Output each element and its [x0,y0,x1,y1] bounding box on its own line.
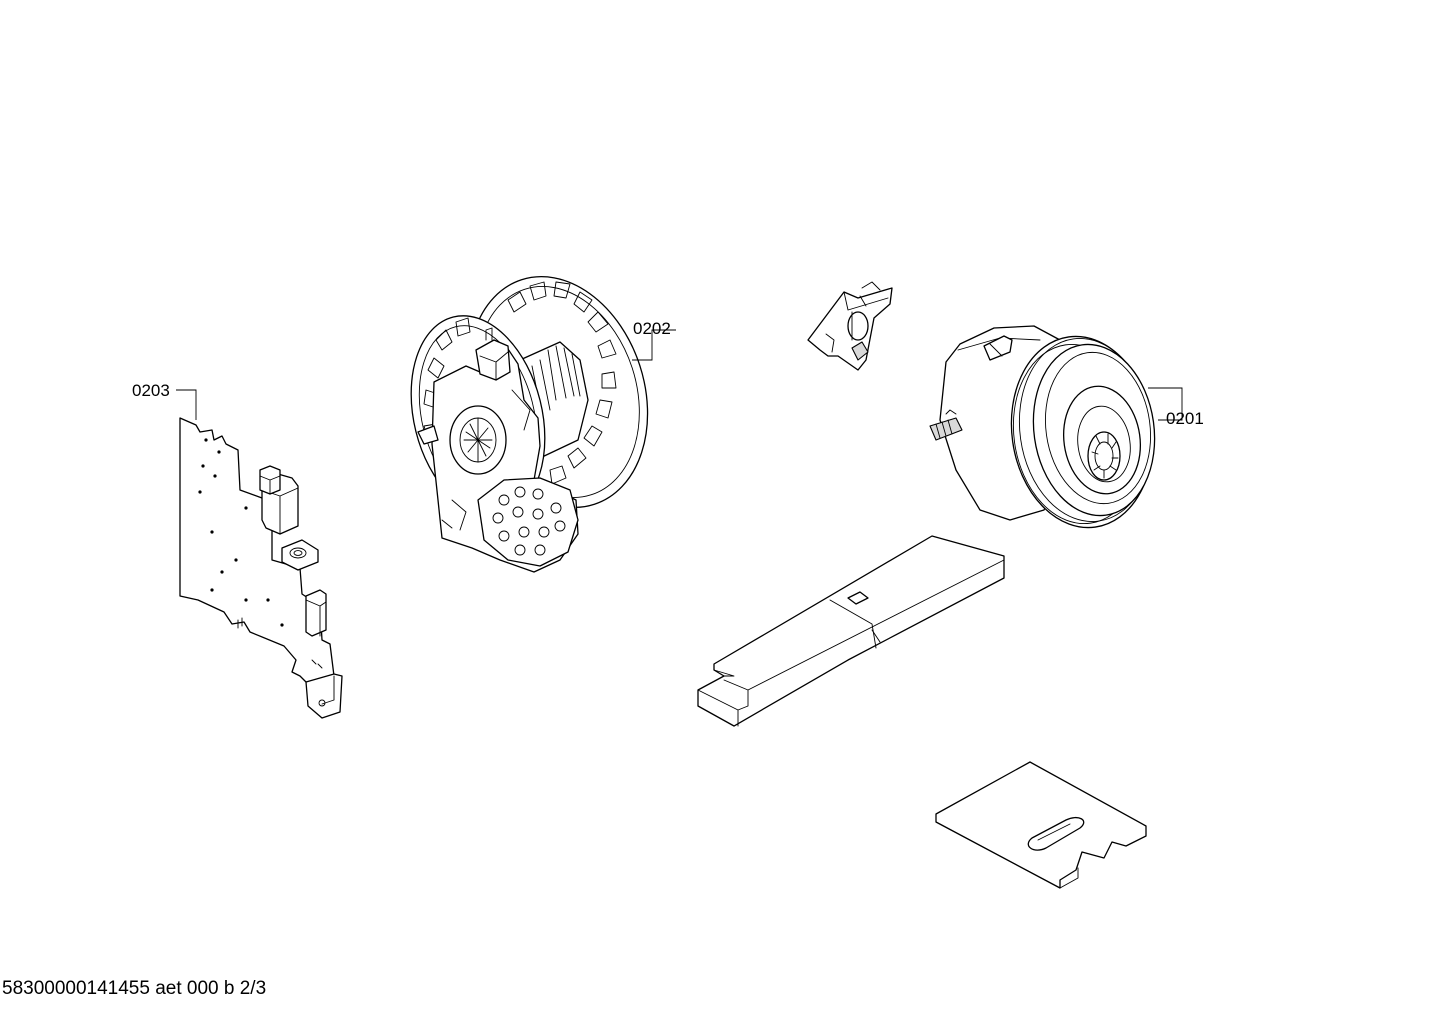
drawing-reference-footer: 58300000141455 aet 000 b 2/3 [2,978,267,999]
label-0202: 0202 [633,319,671,338]
flat-strip-part [697,535,1005,727]
slotted-plate-part [935,761,1147,889]
leader-lines [176,329,1183,421]
part-0202-cable-reel [410,276,649,573]
motor-clip-bracket [807,281,893,371]
label-0201: 0201 [1166,409,1204,428]
part-0203-electronic-module [179,417,343,719]
part-0201-motor [929,325,1156,529]
label-0203: 0203 [132,381,170,400]
